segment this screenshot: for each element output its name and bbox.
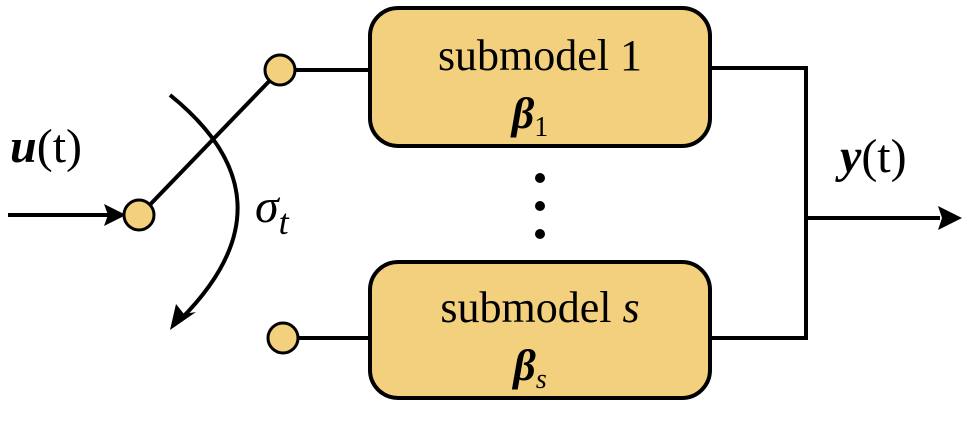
switch-rotation-arrow xyxy=(168,93,240,322)
switch-pivot-node xyxy=(122,198,156,232)
submodel-top-param-symbol: β xyxy=(510,89,535,138)
submodel-top-param: β1 xyxy=(510,89,549,143)
switch-label: σt xyxy=(255,180,290,242)
input-arg: (t) xyxy=(37,120,82,173)
ellipsis-dot-1 xyxy=(535,173,545,183)
ellipsis-dot-3 xyxy=(535,229,545,239)
submodel-top-word: submodel xyxy=(438,31,609,80)
input-label: u(t) xyxy=(10,120,82,173)
top-contact-node xyxy=(263,53,297,87)
input-symbol: u xyxy=(10,120,37,173)
submodel-bottom-word: submodel xyxy=(440,283,611,332)
submodel-bottom-index: s xyxy=(622,283,639,332)
submodel-bottom-title: submodel s xyxy=(440,283,639,332)
submodel-top-box xyxy=(368,6,712,148)
submodel-bottom-param: βs xyxy=(511,341,547,395)
output-symbol: y xyxy=(835,130,862,183)
submodel-top-title: submodel 1 xyxy=(438,31,642,80)
switch-rotation-arrowhead xyxy=(170,304,196,330)
submodel-bottom-param-symbol: β xyxy=(511,341,536,390)
submodel-bottom-box xyxy=(368,260,712,400)
submodel-top-index: 1 xyxy=(620,31,642,80)
switch-symbol: σ xyxy=(255,180,281,233)
output-arrowhead xyxy=(938,206,962,230)
submodel-bottom-param-subscript: s xyxy=(536,364,547,395)
submodel-top-param-subscript: 1 xyxy=(534,112,548,143)
output-bus-top xyxy=(710,66,808,340)
ellipsis-dot-2 xyxy=(535,201,545,211)
switch-arm xyxy=(138,68,282,217)
switch-subscript: t xyxy=(279,202,290,242)
input-arrowhead xyxy=(104,204,126,226)
bottom-contact-node xyxy=(266,321,300,355)
output-label: y(t) xyxy=(835,130,907,183)
output-arg: (t) xyxy=(861,130,906,183)
